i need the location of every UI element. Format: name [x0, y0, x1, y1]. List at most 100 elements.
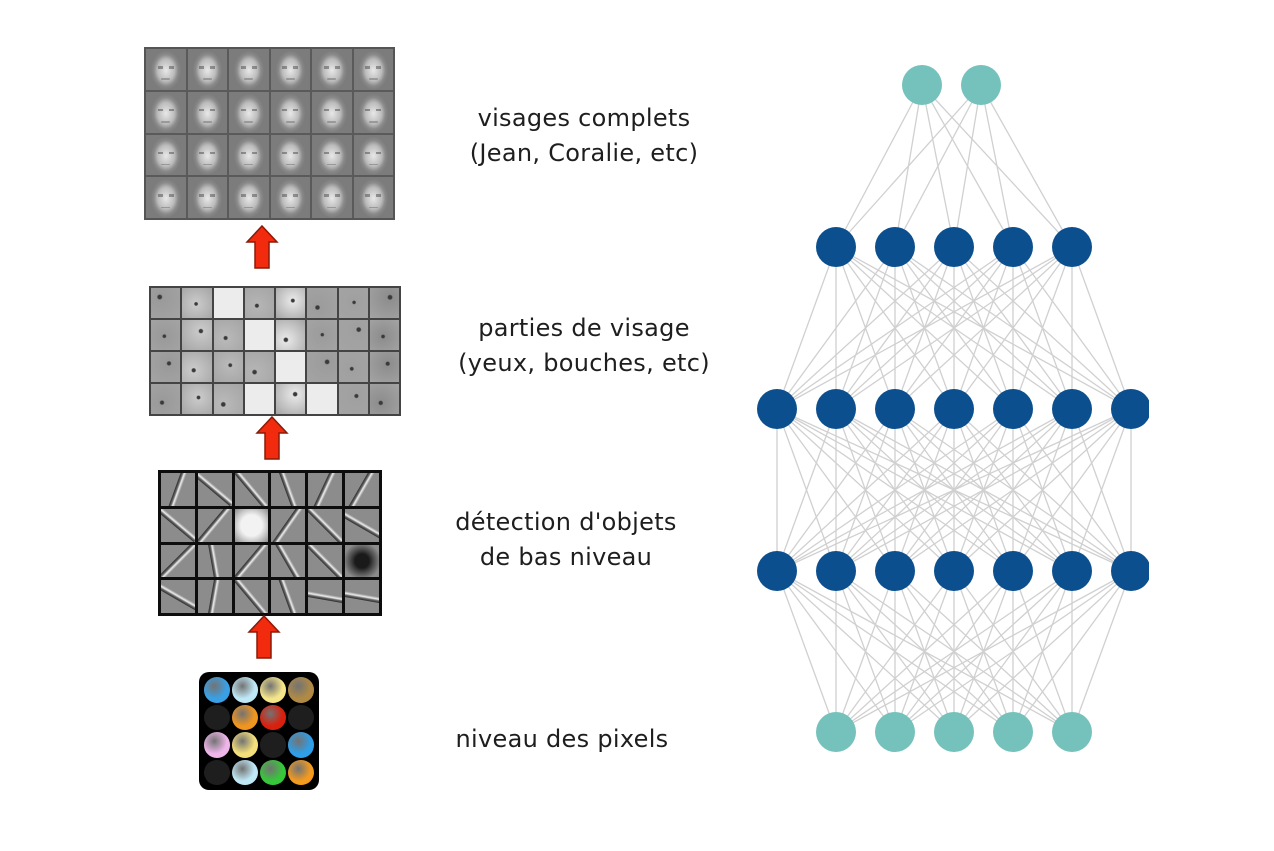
parts-tile [338, 352, 368, 382]
parts-tile [151, 288, 181, 318]
label-parts-line-2: (yeux, bouches, etc) [458, 349, 710, 377]
node-hidden-1 [1052, 551, 1092, 591]
edges-tile [345, 508, 379, 542]
network-edge [835, 570, 955, 733]
edges-tile [161, 473, 195, 506]
parts-tile [182, 288, 212, 318]
faces-tile [229, 177, 269, 218]
faces-tile [353, 49, 393, 90]
up-arrow-icon [255, 415, 289, 460]
network-edge [776, 246, 955, 410]
pixels-tile [232, 704, 258, 730]
pixels-tile [288, 704, 314, 730]
label-edges: détection d'objets de bas niveau [406, 505, 726, 575]
up-arrow-icon [245, 224, 279, 269]
node-hidden-3 [993, 227, 1033, 267]
pixels-tile [204, 704, 230, 730]
edges-tile [197, 544, 232, 578]
edges-tile [197, 580, 232, 613]
node-input [875, 712, 915, 752]
parts-tile [307, 352, 337, 382]
parts-tile [369, 384, 399, 414]
node-output [902, 65, 942, 105]
face-prototypes-grid [144, 47, 395, 220]
parts-tile [182, 352, 212, 382]
faces-tile [146, 91, 186, 133]
parts-tile [369, 288, 399, 318]
node-hidden-2 [816, 389, 856, 429]
node-hidden-3 [934, 227, 974, 267]
node-hidden-1 [757, 551, 797, 591]
network-edge [1071, 570, 1132, 733]
edges-tile [308, 473, 343, 506]
parts-tile [151, 384, 181, 414]
faces-tile [229, 49, 269, 90]
node-hidden-3 [1052, 227, 1092, 267]
pixels-tile [232, 677, 258, 703]
pixels-tile [232, 759, 258, 785]
edges-tile [308, 544, 343, 578]
faces-tile [353, 91, 393, 133]
network-edge [1012, 246, 1073, 410]
edges-tile [234, 473, 269, 506]
parts-tile [307, 320, 337, 350]
faces-tile [312, 91, 352, 133]
edges-tile [345, 580, 379, 613]
network-edge [776, 408, 1073, 572]
network-edge [835, 408, 1132, 572]
network-edge [835, 246, 1073, 410]
network-edge [1012, 570, 1132, 733]
pixels-tile [232, 732, 258, 758]
pixels-tile [260, 732, 286, 758]
faces-tile [229, 134, 269, 176]
faces-tile [312, 49, 352, 90]
node-input [993, 712, 1033, 752]
network-edge [776, 408, 1132, 572]
network-edge [776, 246, 896, 410]
node-hidden-3 [875, 227, 915, 267]
label-faces-line-2: (Jean, Coralie, etc) [469, 139, 699, 167]
node-hidden-2 [1052, 389, 1092, 429]
node-hidden-2 [934, 389, 974, 429]
network-edge [835, 570, 896, 733]
label-faces: visages complets (Jean, Coralie, etc) [424, 101, 744, 171]
faces-tile [146, 134, 186, 176]
network-edge [980, 84, 1073, 248]
parts-tile [307, 288, 337, 318]
faces-tile [146, 177, 186, 218]
parts-tile [151, 352, 181, 382]
pixels-tile [204, 759, 230, 785]
up-arrow-icon [247, 614, 281, 659]
parts-tile [213, 352, 243, 382]
parts-tile [213, 384, 243, 414]
parts-tile [338, 320, 368, 350]
edges-tile [161, 508, 195, 542]
node-input [934, 712, 974, 752]
network-edge [1071, 408, 1132, 572]
network-edge [953, 246, 1073, 410]
network-edge [894, 408, 1132, 572]
parts-tile [276, 320, 306, 350]
network-edge [776, 408, 896, 572]
edges-tile [271, 473, 306, 506]
edges-tile [161, 544, 195, 578]
faces-tile [270, 91, 310, 133]
parts-tile [338, 384, 368, 414]
pixels-tile [204, 732, 230, 758]
faces-tile [229, 91, 269, 133]
node-hidden-2 [993, 389, 1033, 429]
node-input [1052, 712, 1092, 752]
label-edges-line-2: de bas niveau [479, 543, 653, 571]
edge-filters-grid [158, 470, 382, 616]
face-parts-grid [149, 286, 401, 416]
faces-tile [312, 177, 352, 218]
node-hidden-3 [816, 227, 856, 267]
network-edge [894, 246, 1073, 410]
pixels-tile [260, 704, 286, 730]
network-edge [776, 408, 837, 572]
node-hidden-1 [993, 551, 1033, 591]
parts-tile [276, 352, 306, 382]
label-pixels-line-1: niveau des pixels [455, 725, 669, 753]
parts-tile [213, 320, 243, 350]
